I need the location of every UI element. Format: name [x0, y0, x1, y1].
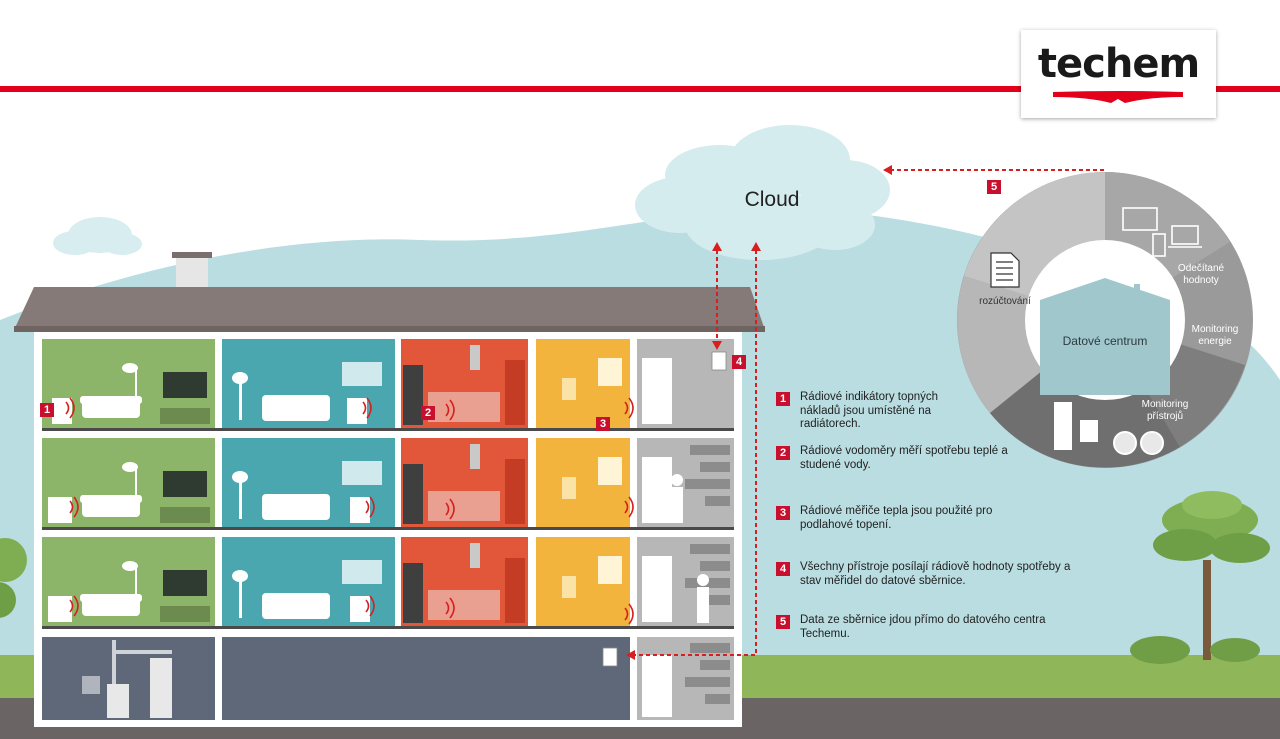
badge-4-data-collector: 4	[732, 355, 746, 369]
chimney	[176, 253, 208, 288]
bathroom-items	[562, 358, 622, 598]
data-collector-top	[711, 351, 727, 371]
logo-text: techem	[1037, 41, 1200, 87]
meters-icon	[1054, 402, 1164, 455]
legend-item-2: 2 Rádiové vodoměry měří spotřebu teplé a…	[776, 445, 1042, 472]
data-collector-basement	[602, 647, 618, 667]
small-cloud	[53, 217, 142, 255]
legend-number: 5	[776, 615, 790, 629]
ring-label-readings: Odečítané hodnoty	[1177, 263, 1225, 286]
legend-item-5: 5 Data ze sběrnice jdou přímo do datovéh…	[776, 614, 1076, 641]
ring-label-billing: rozúčtování	[979, 296, 1031, 307]
legend-text: Rádiové indikátory topných nákladů jsou …	[800, 391, 939, 430]
big-cloud	[635, 125, 890, 260]
data-center-label: Datové centrum	[1062, 334, 1148, 348]
badge-2-water-meter: 2	[421, 406, 435, 420]
legend-text: Rádiové vodoměry měří spotřebu teplé a s…	[800, 445, 1008, 471]
legend-number: 3	[776, 506, 790, 520]
legend-number: 4	[776, 562, 790, 576]
techem-logo: techem	[1021, 30, 1216, 118]
roof	[14, 287, 765, 330]
stairwell-items	[642, 358, 730, 717]
ring-label-energy-monitoring: Monitoring energie	[1191, 324, 1239, 347]
data-center-house	[1040, 278, 1170, 395]
tree-left	[0, 538, 27, 618]
bedroom-items	[232, 362, 382, 619]
legend-text: Rádiové měřiče tepla jsou použité pro po…	[800, 505, 993, 531]
cloud-label: Cloud	[744, 188, 800, 211]
badge-5-data-transfer: 5	[987, 180, 1001, 194]
basement-equipment	[82, 640, 172, 718]
ring-label-device-monitoring: Monitoring přístrojů	[1141, 399, 1189, 422]
document-icon	[990, 252, 1020, 288]
legend-text: Data ze sběrnice jdou přímo do datového …	[800, 614, 1046, 640]
badge-3-heat-meter: 3	[596, 417, 610, 431]
bushes-right	[1130, 636, 1260, 664]
logo-swoosh	[1053, 91, 1183, 103]
radio-waves	[65, 397, 634, 625]
legend-item-1: 1 Rádiové indikátory topných nákladů jso…	[776, 391, 956, 432]
legend-text: Všechny přístroje posílají rádiově hodno…	[800, 561, 1071, 587]
data-center-ring	[957, 172, 1253, 468]
devices-icon	[1122, 207, 1202, 257]
kitchen-items	[403, 345, 525, 623]
legend-item-4: 4 Všechny přístroje posílají rádiově hod…	[776, 561, 1086, 588]
legend-item-3: 3 Rádiové měřiče tepla jsou použité pro …	[776, 505, 1036, 532]
legend-number: 1	[776, 392, 790, 406]
badge-1-radiator: 1	[40, 403, 54, 417]
top-red-bar	[0, 86, 1280, 92]
living-room-items	[48, 363, 370, 622]
legend-number: 2	[776, 446, 790, 460]
tree-right	[1153, 491, 1270, 660]
